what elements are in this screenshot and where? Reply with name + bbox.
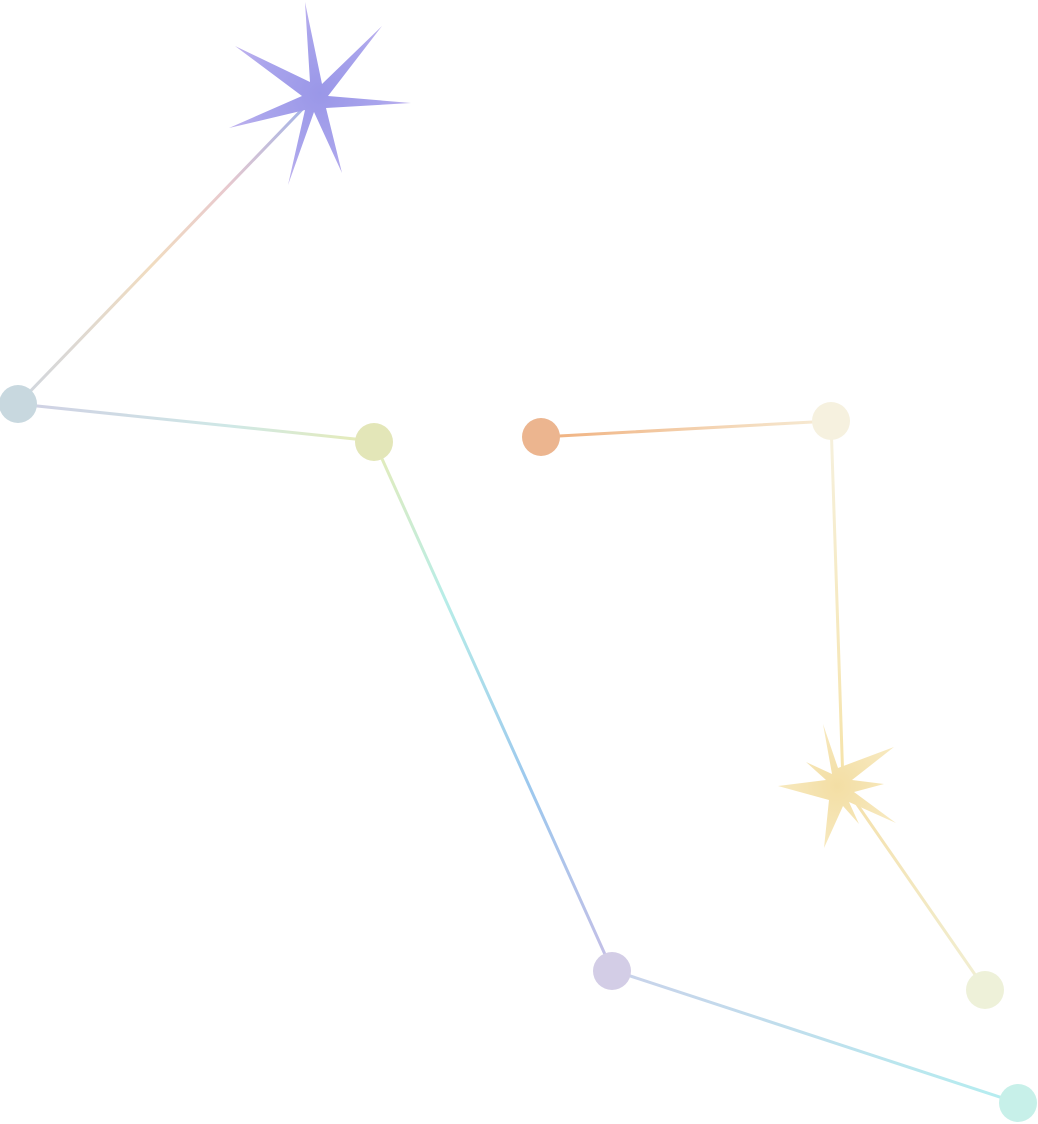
sparkle-star-icon [778, 724, 896, 848]
line-left-dot-to-lime-dot [16, 402, 376, 443]
star-dot-lilac [593, 952, 631, 990]
constellation-lines [16, 93, 1020, 1105]
constellation-dots [0, 385, 1037, 1122]
line-cream-dot-to-gold-star [829, 419, 845, 786]
eight-point-star-icon [229, 2, 411, 185]
line-lime-dot-to-lilac-dot [372, 439, 614, 972]
line-lilac-dot-to-mint-dot [610, 968, 1020, 1105]
star-dot-cream [812, 402, 850, 440]
star-dot-slate [0, 385, 37, 423]
star-dot-orange [522, 418, 560, 456]
line-orange-dot-to-cream-dot [539, 419, 833, 439]
star-dot-pale-green [966, 971, 1004, 1009]
star-dot-mint [999, 1084, 1037, 1122]
star-dot-lime [355, 423, 393, 461]
line-top-star-to-left-dot [16, 93, 318, 406]
line-gold-star-to-pale-dot [841, 782, 987, 991]
